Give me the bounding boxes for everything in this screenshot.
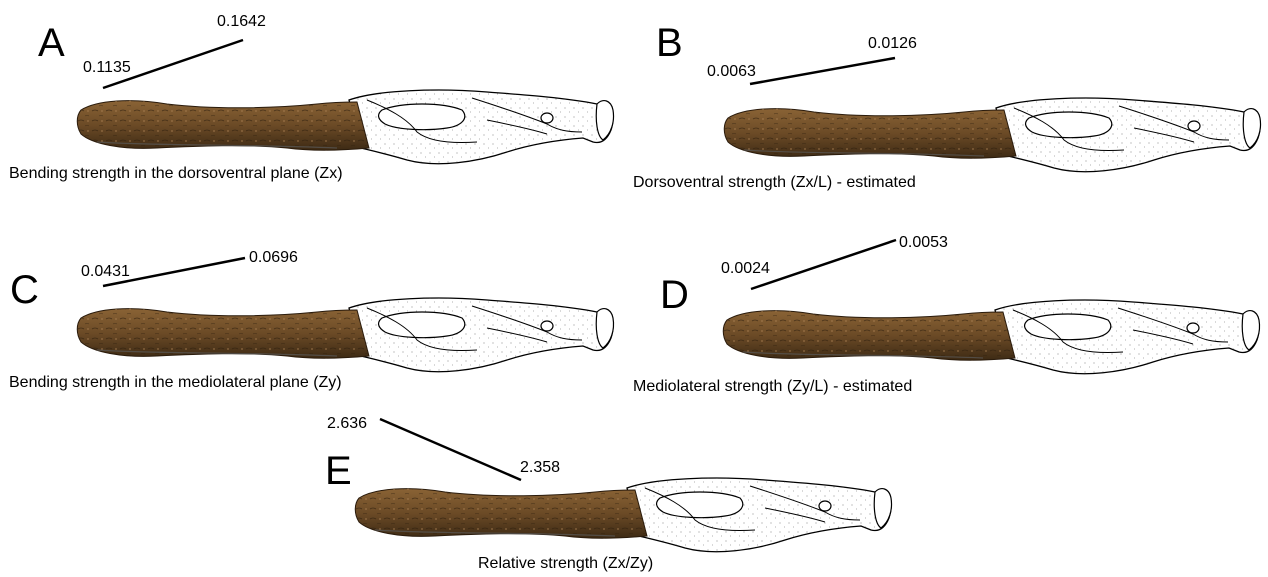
bone-drawing-d — [723, 300, 1259, 374]
value-start-c: 0.0431 — [81, 263, 130, 280]
strength-line-e — [380, 419, 521, 480]
value-end-b: 0.0126 — [868, 35, 917, 52]
caption-e: Relative strength (Zx/Zy) — [478, 555, 653, 572]
value-start-d: 0.0024 — [721, 260, 770, 277]
panel-d: D 0.0024 0.0053 Mediolateral strength (Z… — [633, 234, 1260, 395]
value-start-a: 0.1135 — [83, 59, 131, 76]
panel-e: E 2.636 2.358 Relative strength (Zx/Zy) — [325, 415, 892, 572]
caption-d: Mediolateral strength (Zy/L) - estimated — [633, 378, 912, 395]
bone-drawing-e — [355, 478, 891, 552]
value-end-d: 0.0053 — [899, 234, 948, 251]
value-end-c: 0.0696 — [249, 249, 298, 266]
panel-letter-d: D — [660, 273, 689, 317]
value-end-a: 0.1642 — [217, 13, 266, 30]
value-start-b: 0.0063 — [707, 63, 756, 80]
strength-line-b — [750, 58, 895, 84]
strength-line-d — [751, 240, 896, 289]
panel-letter-e: E — [325, 449, 352, 493]
bone-drawing-a — [77, 90, 613, 164]
panel-c: C 0.0431 0.0696 Bending strength in the … — [9, 249, 614, 391]
value-start-e: 2.636 — [327, 415, 367, 432]
bone-drawing-b — [724, 98, 1260, 172]
panel-b: B 0.0063 0.0126 Dorsoventral strength (Z… — [633, 21, 1261, 191]
caption-a: Bending strength in the dorsoventral pla… — [9, 165, 343, 182]
panel-letter-a: A — [38, 21, 65, 65]
panel-letter-b: B — [656, 21, 683, 65]
bone-drawing-c — [77, 298, 613, 372]
caption-c: Bending strength in the mediolateral pla… — [9, 374, 342, 391]
value-end-e: 2.358 — [520, 459, 560, 476]
panel-a: A 0.1135 0.1642 Bending strength in the … — [9, 13, 614, 182]
caption-b: Dorsoventral strength (Zx/L) - estimated — [633, 174, 916, 191]
panel-letter-c: C — [10, 268, 39, 312]
